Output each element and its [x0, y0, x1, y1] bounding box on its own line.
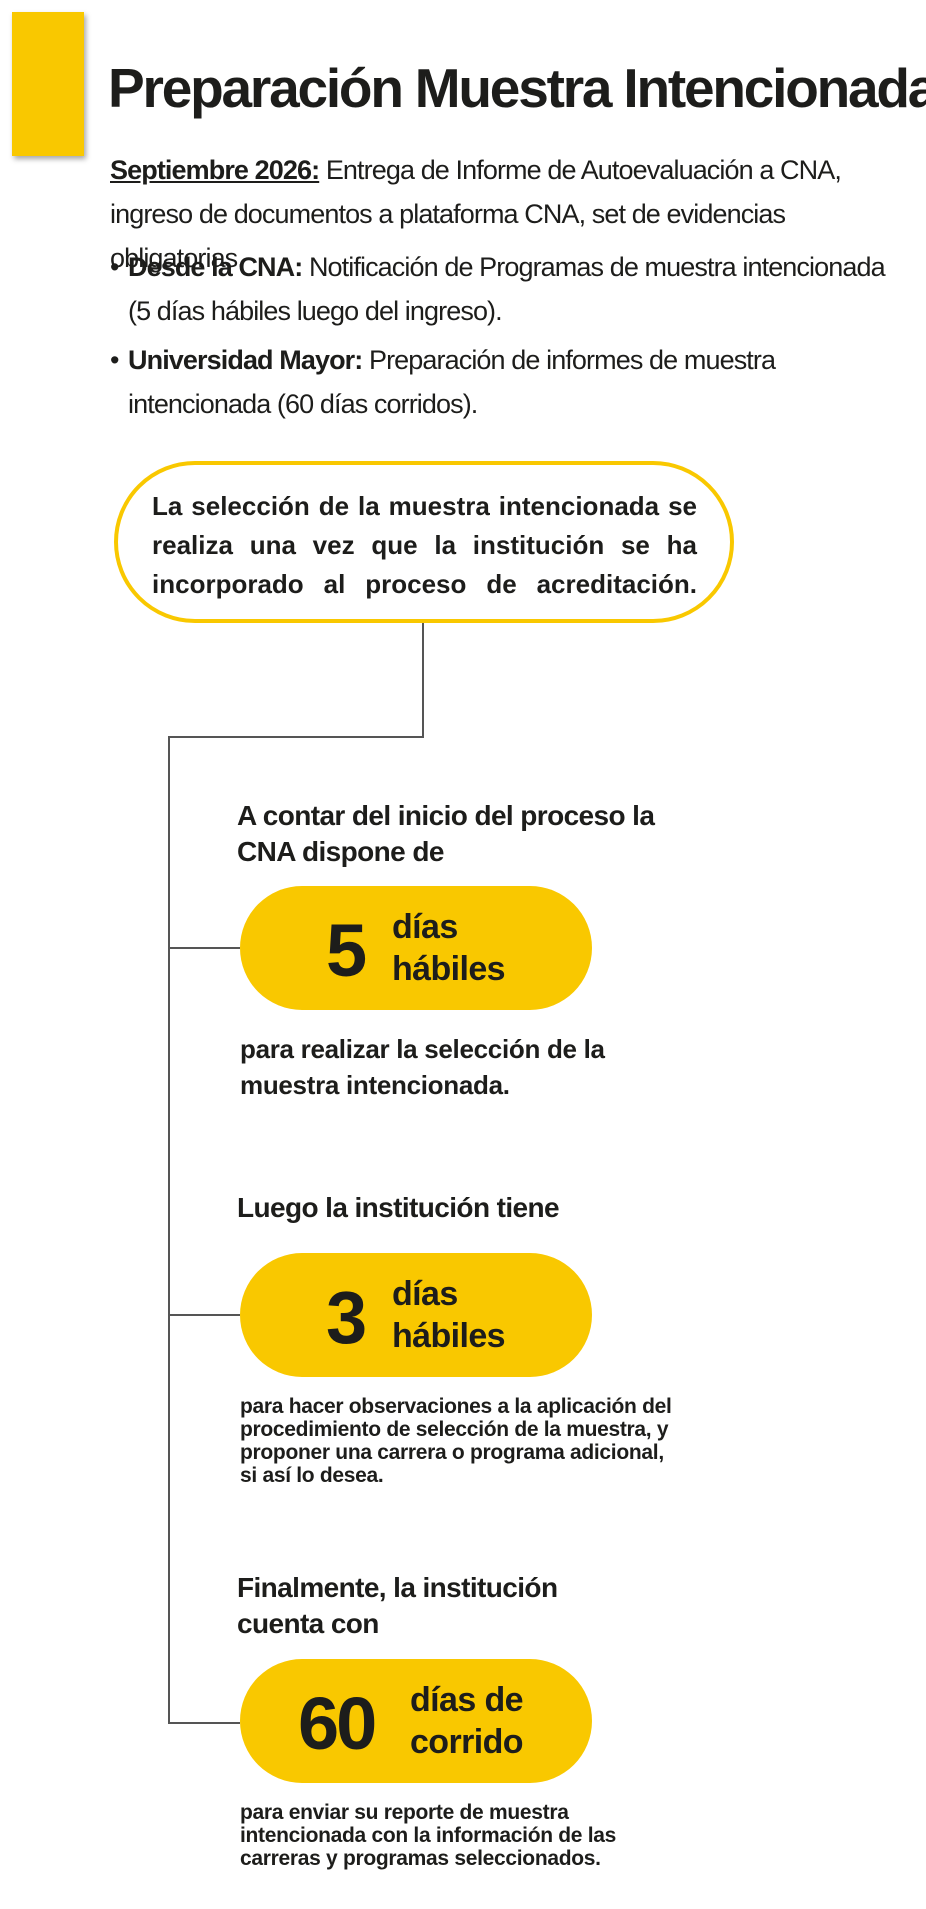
- page-title: Preparación Muestra Intencionada: [108, 57, 926, 119]
- milestone-list: • Desde la CNA: Notificación de Programas…: [110, 245, 900, 431]
- step-description: para realizar la selección de la muestra…: [240, 1034, 605, 1100]
- step-unit-line2: hábiles: [392, 950, 506, 988]
- step-unit-line2: hábiles: [392, 1317, 506, 1355]
- step-number: 3: [326, 1276, 367, 1359]
- bullet-icon: •: [110, 345, 119, 375]
- step-duration-pill: 5 días hábiles: [240, 886, 592, 1010]
- timeline-line: [168, 736, 170, 1724]
- list-item: • Desde la CNA: Notificación de Programas…: [110, 245, 900, 333]
- step-duration-pill: 60 días de corrido: [240, 1659, 592, 1783]
- step-description: para hacer observaciones a la aplicación…: [240, 1395, 672, 1487]
- step-unit-line1: días: [392, 1275, 458, 1313]
- step-number: 60: [298, 1682, 377, 1765]
- connector-line: [168, 1314, 240, 1316]
- connector-line: [422, 623, 424, 738]
- step-heading: Luego la institución tiene: [237, 1192, 560, 1223]
- list-item: • Universidad Mayor: Preparación de infor…: [110, 338, 900, 426]
- step-heading: Finalmente, la institución cuenta con: [237, 1572, 558, 1639]
- list-item-label: Desde la CNA:: [128, 252, 303, 282]
- note-box: [114, 461, 734, 623]
- step-description: para enviar su reporte de muestra intenc…: [240, 1801, 617, 1870]
- list-item-text: Notificación de Programas de muestra int…: [128, 252, 886, 326]
- step-unit-line1: días de: [410, 1681, 524, 1719]
- connector-line: [168, 736, 424, 738]
- bullet-icon: •: [110, 252, 119, 282]
- step-unit-line2: corrido: [410, 1723, 524, 1761]
- note-text: La selección de la muestra intencionada …: [152, 491, 697, 599]
- step-duration-pill: 3 días hábiles: [240, 1253, 592, 1377]
- step-number: 5: [326, 909, 367, 992]
- intro-date-label: Septiembre 2026:: [110, 155, 320, 185]
- list-item-text: Preparación de informes de muestra inten…: [128, 345, 776, 419]
- intro-text: Entrega de Informe de Autoevaluación a C…: [110, 155, 842, 273]
- connector-line: [168, 1722, 240, 1724]
- intro-paragraph: Septiembre 2026: Entrega de Informe de A…: [110, 148, 900, 280]
- accent-bar: [12, 12, 84, 156]
- step-heading: A contar del inicio del proceso la CNA d…: [237, 800, 655, 867]
- step-unit-line1: días: [392, 908, 458, 946]
- list-item-label: Universidad Mayor:: [128, 345, 363, 375]
- connector-line: [168, 947, 240, 949]
